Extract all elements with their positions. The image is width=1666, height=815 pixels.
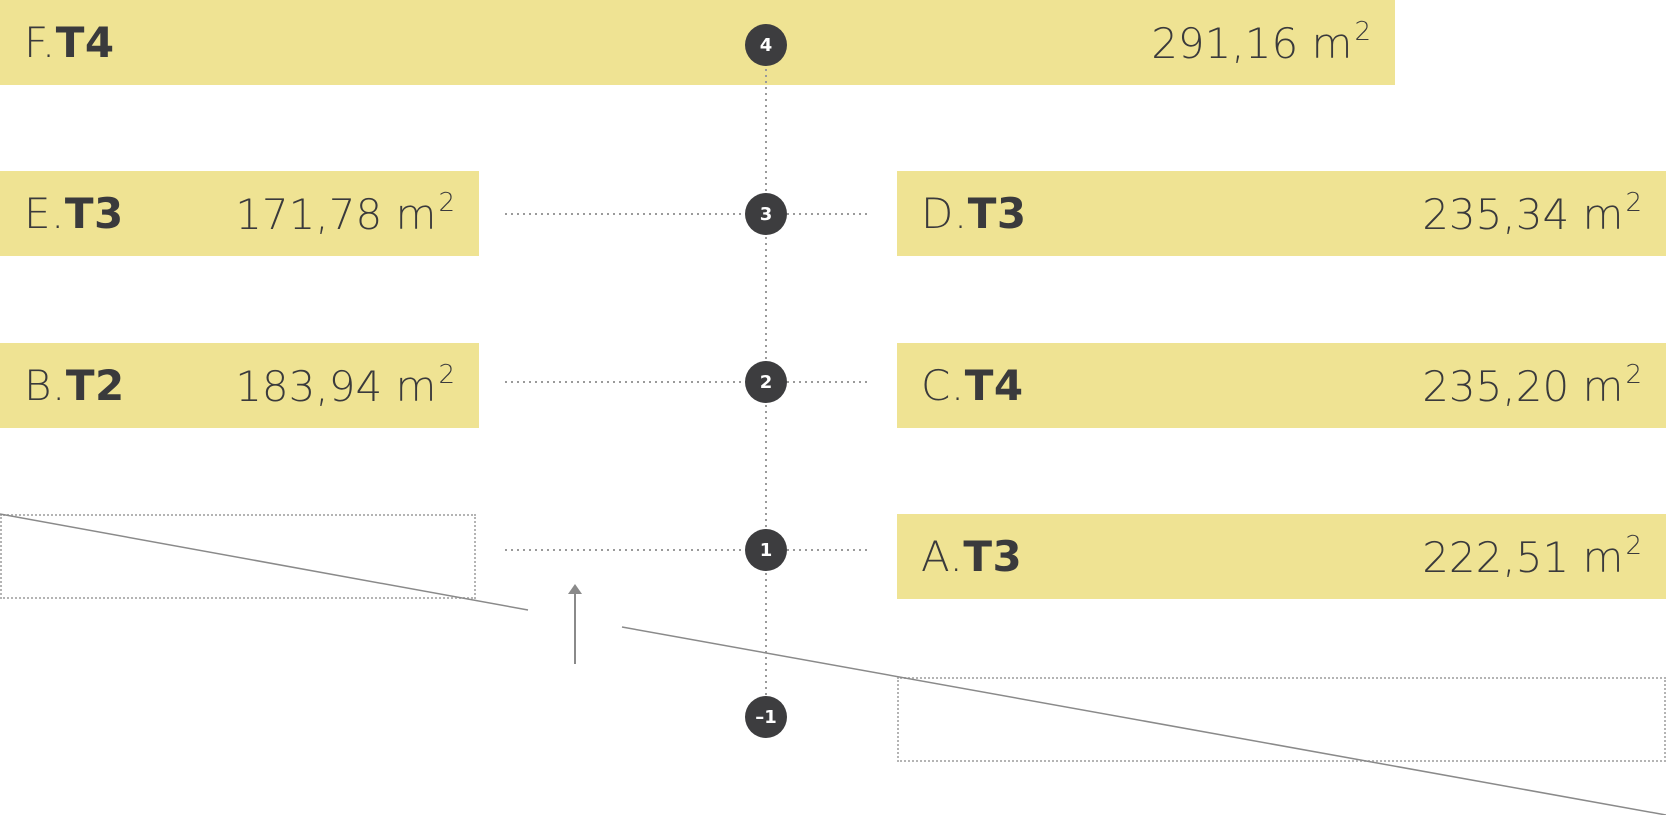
unit-f-area: 291,16 m2	[1151, 17, 1371, 68]
unit-b-area: 183,94 m2	[235, 360, 455, 411]
level-4-badge: 4	[745, 24, 787, 66]
placeholder-box-right	[897, 677, 1666, 762]
unit-d-area: 235,34 m2	[1422, 188, 1642, 239]
terrain-slope-right	[621, 626, 1666, 815]
unit-a: A.T3 222,51 m2	[897, 514, 1666, 599]
level-2-badge: 2	[745, 361, 787, 403]
unit-f-name: F.T4	[24, 18, 115, 67]
entrance-arrow-head	[568, 584, 582, 594]
unit-b: B.T2 183,94 m2	[0, 343, 479, 428]
unit-a-area: 222,51 m2	[1422, 531, 1642, 582]
unit-b-name: B.T2	[24, 361, 125, 410]
unit-e-area: 171,78 m2	[235, 188, 455, 239]
unit-c-area: 235,20 m2	[1422, 360, 1642, 411]
level-1-badge: 1	[745, 529, 787, 571]
level-3-badge: 3	[745, 193, 787, 235]
unit-e-name: E.T3	[24, 189, 124, 238]
unit-f: F.T4 291,16 m2	[0, 0, 1395, 85]
unit-c: C.T4 235,20 m2	[897, 343, 1666, 428]
level-minus-1-badge: –1	[745, 696, 787, 738]
placeholder-box-left	[0, 514, 476, 599]
terrain-slope-left	[0, 513, 529, 611]
unit-a-name: A.T3	[921, 532, 1023, 581]
unit-e: E.T3 171,78 m2	[0, 171, 479, 256]
unit-d: D.T3 235,34 m2	[897, 171, 1666, 256]
unit-c-name: C.T4	[921, 361, 1024, 410]
unit-d-name: D.T3	[921, 189, 1027, 238]
